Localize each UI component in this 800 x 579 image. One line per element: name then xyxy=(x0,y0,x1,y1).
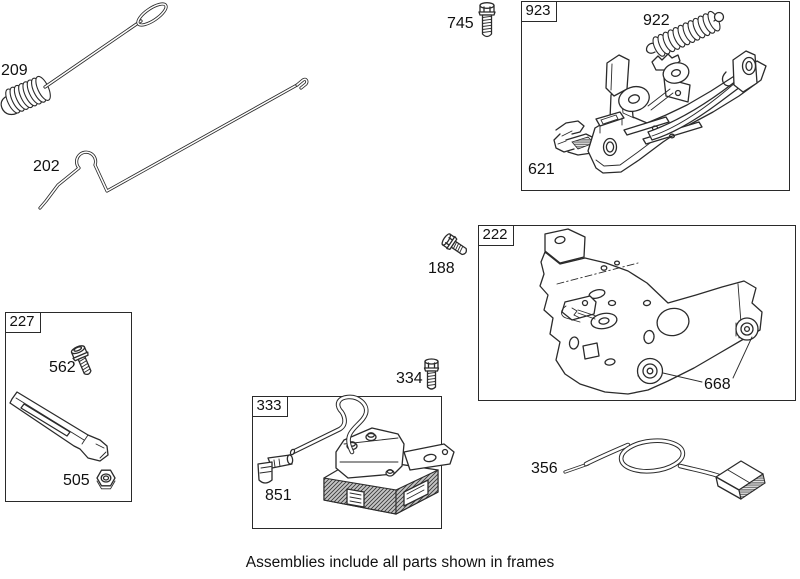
part-label-621: 621 xyxy=(528,161,555,178)
part-209-spring-art xyxy=(0,2,168,116)
frame-923-label: 923 xyxy=(520,0,557,22)
part-label-851: 851 xyxy=(265,487,292,504)
frame-333-assembly-art xyxy=(257,394,455,515)
part-label-745: 745 xyxy=(447,15,474,32)
part-label-188: 188 xyxy=(428,260,455,277)
part-label-505: 505 xyxy=(63,472,90,489)
part-label-356: 356 xyxy=(531,460,558,477)
frame-227-assembly-art xyxy=(9,345,116,490)
part-188-screw-art xyxy=(441,233,467,256)
frame-222-label: 222 xyxy=(477,224,514,246)
part-334-bolt-art xyxy=(423,358,440,390)
frame-227: 227 xyxy=(4,311,132,502)
frame-333-label: 333 xyxy=(251,395,288,417)
frame-923-assembly-art xyxy=(553,10,767,174)
part-label-202: 202 xyxy=(33,158,60,175)
part-label-334: 334 xyxy=(396,370,423,387)
part-label-562: 562 xyxy=(49,359,76,376)
frame-923: 923 xyxy=(520,0,790,191)
caption: Assemblies include all parts shown in fr… xyxy=(245,554,555,571)
part-745-bolt-art xyxy=(478,2,496,38)
frame-227-label: 227 xyxy=(4,311,41,333)
part-356-cable-art xyxy=(563,438,766,500)
frame-222-assembly-art xyxy=(539,228,763,395)
part-label-668: 668 xyxy=(704,376,731,393)
frame-222: 222 xyxy=(477,224,796,401)
part-label-922: 922 xyxy=(643,12,670,29)
part-202-link-art xyxy=(38,77,309,210)
part-label-209: 209 xyxy=(1,62,28,79)
